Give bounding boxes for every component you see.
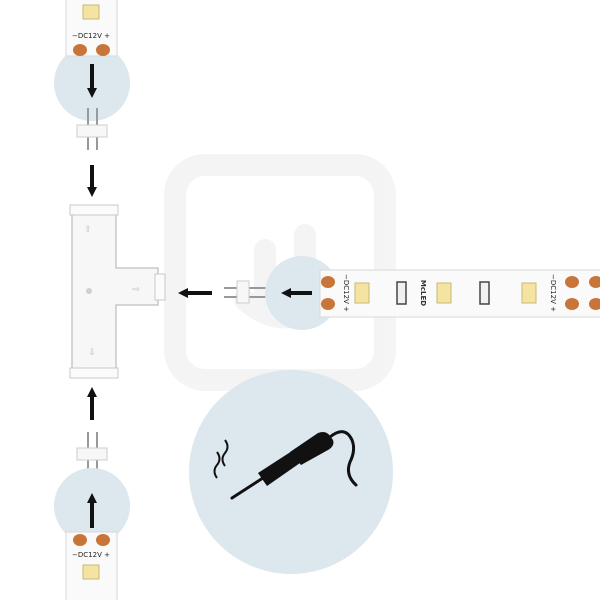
solder-pad [589, 298, 600, 310]
voltage-label: −DC12V + [72, 32, 110, 40]
led-chip [354, 282, 370, 304]
solder-pad [589, 276, 600, 288]
pin-connector-right [224, 280, 266, 304]
resistor [479, 281, 490, 305]
connector-mark-arrow: ⇧ [84, 225, 92, 235]
led-chip [521, 282, 537, 304]
t-connector: ⇧ ⇩ ⇨ [69, 204, 166, 379]
resistor [396, 281, 407, 305]
led-chip [436, 282, 452, 304]
connector-mark-arrow: ⇩ [88, 348, 96, 358]
solder-pad [73, 534, 87, 546]
soldering-iron-icon [213, 430, 358, 500]
solder-pad [321, 276, 335, 288]
led-chip [82, 4, 100, 20]
led-chip [82, 564, 100, 580]
solder-pad [73, 44, 87, 56]
solder-pad [96, 534, 110, 546]
brand-label: McLED [419, 280, 427, 306]
solder-pad [565, 276, 579, 288]
led-strip-right: −DC12V + McLED −DC12V + [319, 269, 600, 318]
solder-pad [321, 298, 335, 310]
led-strip-bottom: −DC12V + [65, 531, 118, 600]
voltage-label: −DC12V + [72, 551, 110, 559]
pin-connector-bottom [76, 432, 108, 475]
connector-mark-arrow: ⇨ [132, 285, 140, 295]
solder-pad [96, 44, 110, 56]
pin-connector-top [76, 108, 108, 150]
solder-pad [565, 298, 579, 310]
led-strip-top: −DC12V + [65, 0, 118, 57]
voltage-label: −DC12V + [549, 274, 557, 312]
voltage-label: −DC12V + [342, 274, 350, 312]
soldering-circle [189, 370, 393, 574]
